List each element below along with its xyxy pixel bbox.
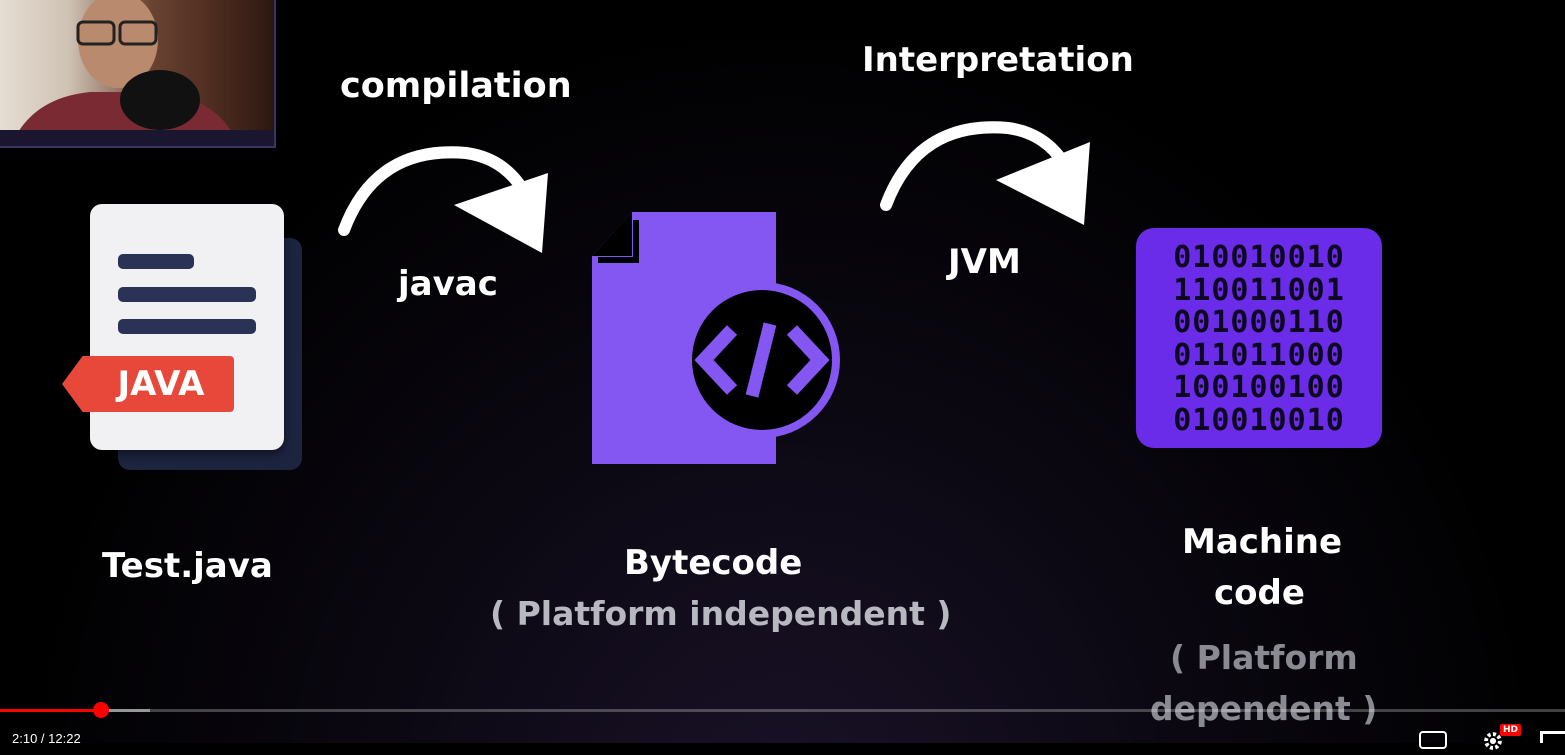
presenter-image (0, 0, 274, 146)
binary-row: 110011001 (1173, 272, 1345, 308)
machine-note-line2: dependent ) (1150, 689, 1378, 728)
fullscreen-icon[interactable] (1540, 731, 1565, 743)
javac-label: javac (398, 264, 498, 304)
jvm-label: JVM (948, 242, 1021, 282)
binary-row: 010010010 (1173, 240, 1345, 275)
time-separator: / (37, 731, 49, 746)
bytecode-note: ( Platform independent ) (490, 594, 952, 633)
binary-row: 100100100 (1173, 370, 1345, 405)
machine-code-label-line2: code (1214, 573, 1305, 613)
machine-code-label-line1: Machine (1182, 522, 1343, 562)
progress-bar[interactable] (0, 702, 1565, 718)
duration: 12:22 (48, 731, 81, 746)
current-time: 2:10 (12, 731, 38, 746)
time-display: 2:10 / 12:22 (12, 731, 81, 746)
scrubber-handle[interactable] (93, 702, 110, 718)
captions-icon[interactable] (1419, 731, 1447, 749)
machine-note-line1: ( Platform (1170, 638, 1358, 677)
java-badge-text: JAVA (117, 364, 205, 404)
binary-row: 010010010 (1173, 402, 1345, 438)
bytecode-label: Bytecode (624, 543, 803, 583)
compilation-label: compilation (340, 66, 572, 106)
interpretation-arrow-icon (880, 121, 1090, 225)
progress-played (0, 709, 102, 712)
presenter-webcam (0, 0, 276, 148)
source-file-label: Test.java (102, 546, 273, 586)
interpretation-label: Interpretation (862, 40, 1134, 80)
hd-badge: HD (1500, 724, 1522, 736)
bytecode-file-icon (592, 212, 840, 464)
java-file-icon: JAVA (62, 204, 306, 474)
compilation-arrow-icon (338, 146, 548, 253)
binary-row: 011011000 (1173, 337, 1345, 373)
binary-row: 001000110 (1173, 305, 1345, 340)
